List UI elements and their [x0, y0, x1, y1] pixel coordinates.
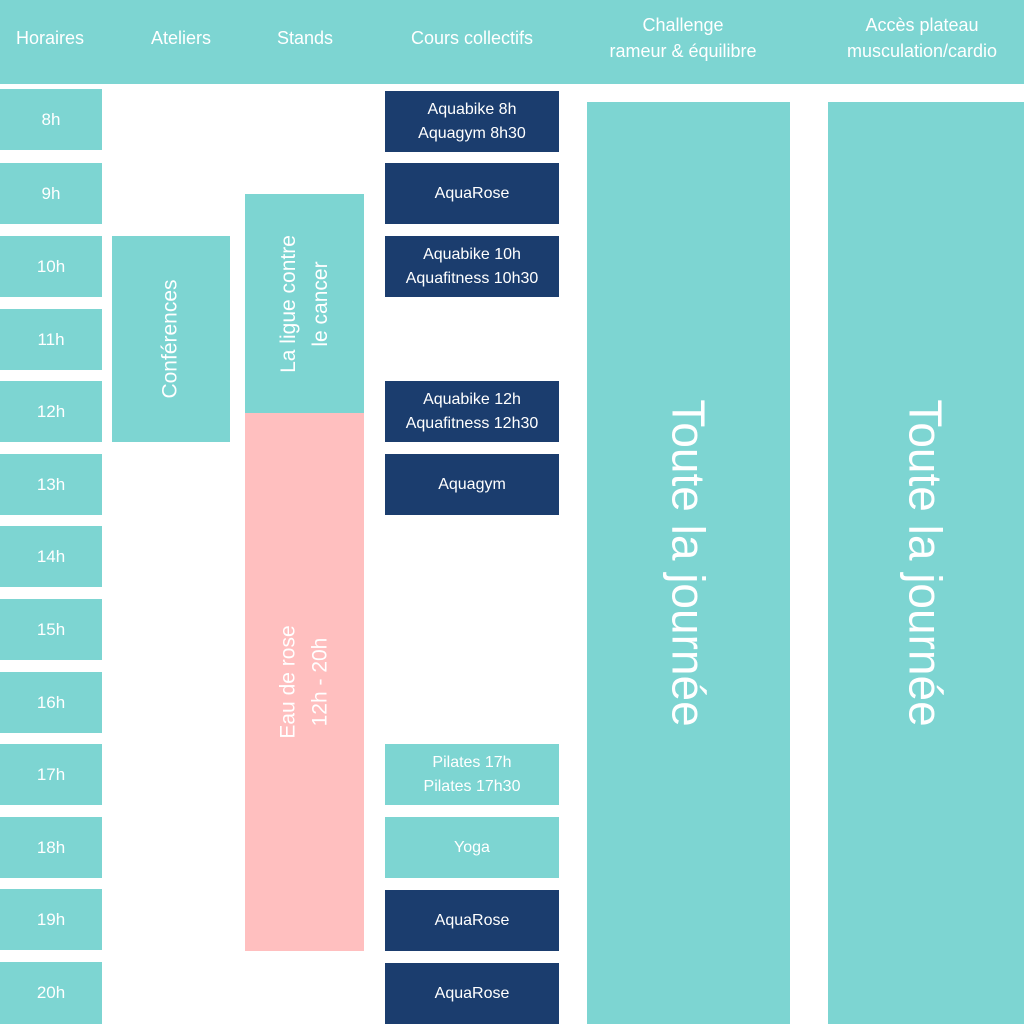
challenge-all-day-label: Toute la journée — [662, 399, 715, 727]
class-block: Aquabike 8h Aquagym 8h30 — [385, 91, 559, 152]
conferences-text: Conférences — [159, 279, 183, 399]
hour-label: 17h — [36, 764, 66, 784]
header-acces-line2: musculation/cardio — [846, 41, 998, 61]
header-bar: Horaires Ateliers Stands Cours collectif… — [0, 0, 1024, 84]
stand-eau-de-rose: Eau de rose 12h - 20h — [245, 413, 364, 951]
class-block: Aquabike 12h Aquafitness 12h30 — [385, 381, 559, 442]
stand-ligue-contre-cancer: La ligue contre le cancer — [245, 194, 364, 413]
class-line2: Aquafitness 12h30 — [405, 414, 539, 432]
hour-cell: 12h — [0, 381, 102, 442]
header-challenge: Challenge rameur & équilibre — [578, 0, 788, 76]
hour-label: 13h — [36, 474, 66, 494]
hour-cell: 10h — [0, 236, 102, 297]
header-horaires: Horaires — [0, 0, 100, 76]
hour-label: 8h — [41, 109, 61, 129]
header-horaires-label: Horaires — [15, 28, 85, 48]
class-line1: Aquabike 8h — [427, 100, 517, 118]
hour-label: 15h — [36, 619, 66, 639]
hour-cell: 19h — [0, 889, 102, 950]
stand-eau-label: Eau de rose 12h - 20h — [273, 625, 337, 738]
header-ateliers-label: Ateliers — [150, 28, 212, 48]
hour-label: 11h — [37, 329, 65, 349]
stand-ligue-label: La ligue contre le cancer — [273, 235, 337, 373]
header-stands: Stands — [245, 0, 365, 76]
class-line1: AquaRose — [434, 184, 510, 202]
header-acces-line1: Accès plateau — [865, 15, 979, 35]
hour-cell: 17h — [0, 744, 102, 805]
header-challenge-line1: Challenge — [642, 15, 724, 35]
hour-label: 10h — [36, 256, 66, 276]
hour-label: 14h — [36, 546, 66, 566]
ligue-line1: La ligue contre — [276, 234, 300, 373]
atelier-conferences-label: Conférences — [155, 279, 187, 398]
class-line1: Yoga — [454, 838, 490, 856]
class-line1: Aquabike 12h — [423, 390, 521, 408]
class-block: Aquagym — [385, 454, 559, 515]
class-block: AquaRose — [385, 890, 559, 951]
hour-label: 12h — [36, 401, 66, 421]
hour-cell: 8h — [0, 89, 102, 150]
hour-label: 9h — [41, 183, 61, 203]
hour-cell: 15h — [0, 599, 102, 660]
hour-cell: 18h — [0, 817, 102, 878]
acces-all-day-block: Toute la journée — [828, 102, 1024, 1024]
header-ateliers: Ateliers — [115, 0, 247, 76]
header-cours-collectifs: Cours collectifs — [380, 0, 564, 76]
challenge-all-day-block: Toute la journée — [587, 102, 790, 1024]
eau-line2: 12h - 20h — [308, 637, 332, 727]
hour-cell: 20h — [0, 962, 102, 1024]
atelier-conferences-block: Conférences — [112, 236, 230, 442]
header-cours-label: Cours collectifs — [410, 28, 534, 48]
class-block: Pilates 17h Pilates 17h30 — [385, 744, 559, 805]
hour-label: 20h — [36, 983, 66, 1002]
hour-cell: 9h — [0, 163, 102, 224]
eau-line1: Eau de rose — [276, 625, 300, 739]
class-line1: AquaRose — [434, 984, 510, 1002]
hour-label: 19h — [36, 909, 66, 929]
header-challenge-line2: rameur & équilibre — [609, 41, 757, 61]
hour-cell: 11h — [0, 309, 102, 370]
class-line2: Aquafitness 10h30 — [405, 269, 539, 287]
hour-cell: 13h — [0, 454, 102, 515]
acces-all-day-label: Toute la journée — [900, 399, 953, 727]
hour-label: 16h — [36, 692, 66, 712]
header-acces-plateau: Accès plateau musculation/cardio — [820, 0, 1024, 76]
class-block: Aquabike 10h Aquafitness 10h30 — [385, 236, 559, 297]
class-block: Yoga — [385, 817, 559, 878]
header-stands-label: Stands — [276, 28, 334, 48]
class-line1: Pilates 17h — [432, 753, 512, 771]
class-block: AquaRose — [385, 163, 559, 224]
class-line2: Aquagym 8h30 — [418, 124, 526, 142]
hour-cell: 16h — [0, 672, 102, 733]
class-line1: Aquagym — [438, 475, 506, 493]
hour-cell: 14h — [0, 526, 102, 587]
class-line1: AquaRose — [434, 911, 510, 929]
class-line2: Pilates 17h30 — [423, 777, 521, 795]
class-line1: Aquabike 10h — [423, 245, 521, 263]
hour-label: 18h — [36, 837, 66, 857]
class-block: AquaRose — [385, 963, 559, 1024]
ligue-line2: le cancer — [308, 260, 332, 347]
